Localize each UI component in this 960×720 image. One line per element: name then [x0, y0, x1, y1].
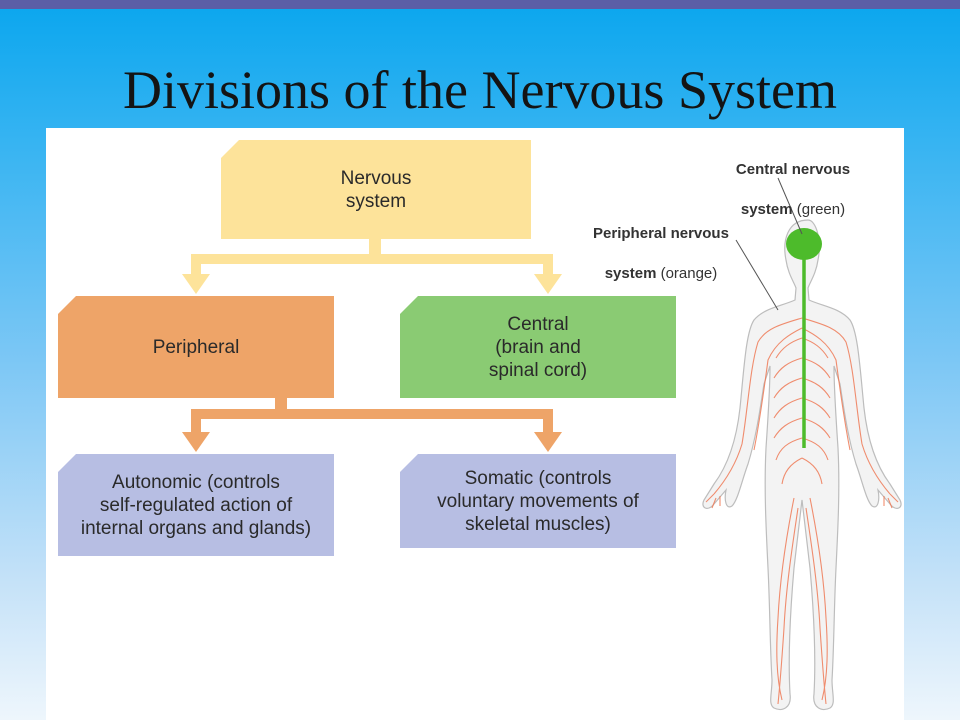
arrowhead-to-somatic: [534, 432, 562, 452]
arrowhead-to-autonomic: [182, 432, 210, 452]
peripheral-box: Peripheral: [58, 296, 334, 398]
arrowhead-to-central: [534, 274, 562, 294]
arrowhead-to-peripheral: [182, 274, 210, 294]
pns-leader-line: [735, 239, 779, 311]
cns-callout-line1: Central nervous: [735, 161, 851, 178]
pns-callout-line2-color: (orange): [656, 265, 718, 282]
cns-callout-line2-color: (green): [792, 201, 846, 218]
slide-title: Divisions of the Nervous System: [123, 60, 837, 120]
connector-nervous-bar: [191, 254, 553, 264]
connector-peripheral-stem: [275, 398, 287, 412]
connector-nervous-stem: [369, 239, 381, 256]
cns-leader-line: [777, 177, 803, 235]
central-label: Central (brain and spinal cord): [488, 313, 588, 381]
human-body-illustration: [702, 177, 902, 711]
connector-nervous-right-drop: [543, 254, 553, 278]
connector-peripheral-bar: [191, 409, 553, 419]
connector-arrows: [182, 239, 562, 452]
diagram-panel: Nervous system Peripheral Central (brain…: [46, 128, 904, 720]
autonomic-box: Autonomic (controls self-regulated actio…: [58, 454, 334, 556]
connector-nervous-left-drop: [191, 254, 201, 278]
somatic-box: Somatic (controls voluntary movements of…: [400, 454, 676, 548]
central-box: Central (brain and spinal cord): [400, 296, 676, 398]
autonomic-label: Autonomic (controls self-regulated actio…: [80, 471, 312, 539]
connector-peripheral-left-drop: [191, 409, 201, 435]
pns-callout-line1: Peripheral nervous: [593, 225, 729, 242]
central-nervous-system-green: [786, 228, 822, 448]
body-silhouette: [702, 219, 902, 711]
pns-callout-line2-bold: system: [604, 265, 657, 282]
nervous-system-label: Nervous system: [340, 167, 412, 212]
top-accent-bar: [0, 0, 960, 9]
peripheral-label: Peripheral: [152, 336, 240, 358]
connector-peripheral-right-drop: [543, 409, 553, 435]
cns-callout-line2-bold: system: [740, 201, 793, 218]
nervous-system-box: Nervous system: [221, 140, 531, 239]
brain-shape: [786, 228, 822, 260]
callout-leader-lines: [735, 177, 803, 311]
pns-callout-label: Peripheral nervous system (orange): [571, 204, 751, 284]
somatic-label: Somatic (controls voluntary movements of…: [437, 467, 639, 535]
cns-callout-label: Central nervous system (green): [698, 140, 888, 220]
